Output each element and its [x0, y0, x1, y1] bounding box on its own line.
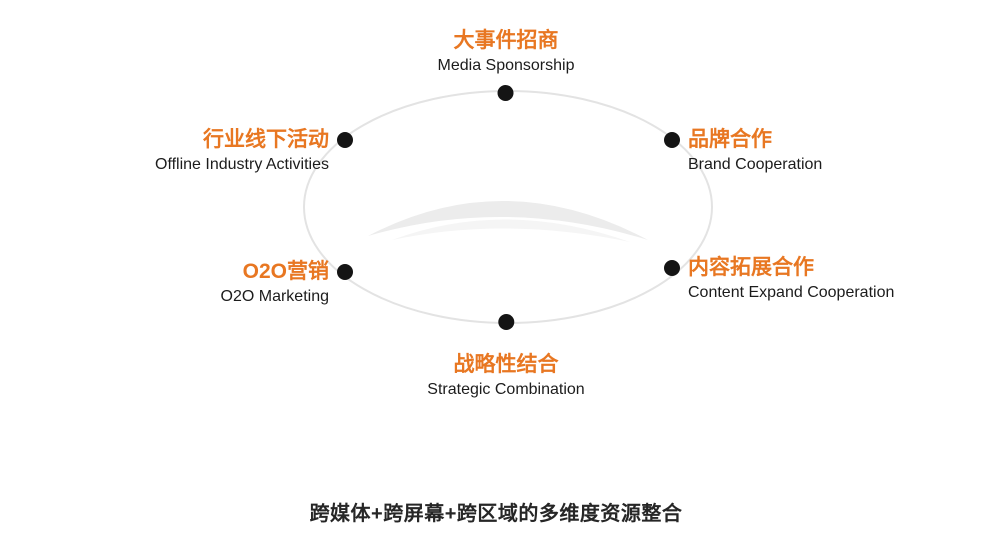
center-swoosh-lower-icon — [392, 219, 630, 242]
node-subtitle: O2O Marketing — [220, 288, 329, 305]
node-dot — [337, 132, 353, 148]
node-text: O2O营销 O2O Marketing — [221, 259, 329, 307]
node-o2o-marketing: O2O营销 O2O Marketing — [221, 259, 353, 307]
diagram-caption: 跨媒体+跨屏幕+跨区域的多维度资源整合 — [309, 503, 683, 525]
node-subtitle: Offline Industry Activities — [155, 156, 329, 173]
node-subtitle: Content Expand Cooperation — [688, 284, 895, 301]
node-title: 大事件招商 — [453, 29, 559, 52]
node-media-sponsorship: 大事件招商 Media Sponsorship — [437, 28, 575, 101]
node-strategic-combination: 战略性结合 Strategic Combination — [427, 314, 585, 400]
node-content-expand-cooperation: 内容拓展合作 Content Expand Cooperation — [664, 255, 894, 303]
node-title: 行业线下活动 — [203, 128, 329, 151]
node-subtitle: Media Sponsorship — [437, 57, 575, 74]
node-title: 战略性结合 — [453, 353, 559, 376]
node-title: O2O营销 — [242, 260, 329, 283]
node-dot — [497, 314, 514, 330]
node-text: 内容拓展合作 Content Expand Cooperation — [688, 255, 894, 303]
node-dot — [664, 260, 680, 276]
node-offline-industry-activities: 行业线下活动 Offline Industry Activities — [155, 127, 353, 175]
node-dot — [337, 264, 353, 280]
node-text: 行业线下活动 Offline Industry Activities — [155, 127, 329, 175]
node-brand-cooperation: 品牌合作 Brand Cooperation — [664, 127, 822, 175]
center-swoosh-icon — [368, 200, 648, 240]
node-dot — [664, 132, 680, 148]
node-title: 品牌合作 — [688, 128, 772, 151]
node-text: 品牌合作 Brand Cooperation — [688, 127, 822, 175]
node-title: 内容拓展合作 — [688, 256, 814, 279]
node-dot — [498, 85, 514, 101]
node-subtitle: Brand Cooperation — [688, 156, 823, 173]
node-subtitle: Strategic Combination — [427, 381, 585, 398]
